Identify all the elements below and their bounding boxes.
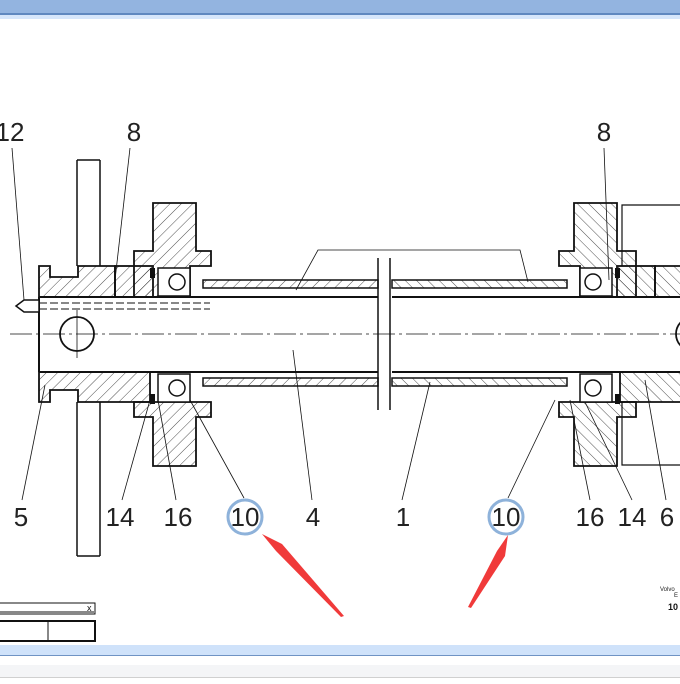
mini-window[interactable]: x — [0, 602, 96, 642]
highlight-circle — [487, 498, 525, 536]
part-label: 8 — [597, 117, 611, 147]
part-label: 16 — [576, 502, 605, 532]
toolbar-strip — [0, 15, 680, 19]
part-label: 14 — [618, 502, 647, 532]
grease-nipple — [14, 299, 40, 313]
bottom-bar — [0, 665, 680, 678]
part-label: 6 — [660, 502, 674, 532]
highlight-circle — [226, 498, 264, 536]
part-label: 5 — [14, 502, 28, 532]
arrow-icon — [468, 535, 508, 608]
drawing-canvas: 12 8 8 5 14 16 10 4 1 10 16 14 6 Volvo E… — [0, 117, 680, 642]
leader-lines — [11, 147, 667, 501]
part-label: 12 — [0, 117, 24, 147]
window-title-bar — [0, 0, 680, 15]
close-icon[interactable]: x — [87, 603, 92, 613]
left-assembly — [38, 202, 379, 467]
part-label: 16 — [164, 502, 193, 532]
title-block-text: Volvo — [660, 587, 675, 593]
title-block-text: E — [674, 593, 678, 599]
status-band — [0, 645, 680, 656]
part-label: 10 — [492, 502, 521, 532]
part-label: 8 — [127, 117, 141, 147]
part-label: 1 — [396, 502, 410, 532]
title-block-number: 10 — [668, 602, 678, 612]
part-label: 10 — [231, 502, 260, 532]
right-assembly — [391, 202, 680, 467]
part-label: 4 — [306, 502, 320, 532]
part-label: 14 — [106, 502, 135, 532]
arrow-icon — [262, 534, 344, 617]
